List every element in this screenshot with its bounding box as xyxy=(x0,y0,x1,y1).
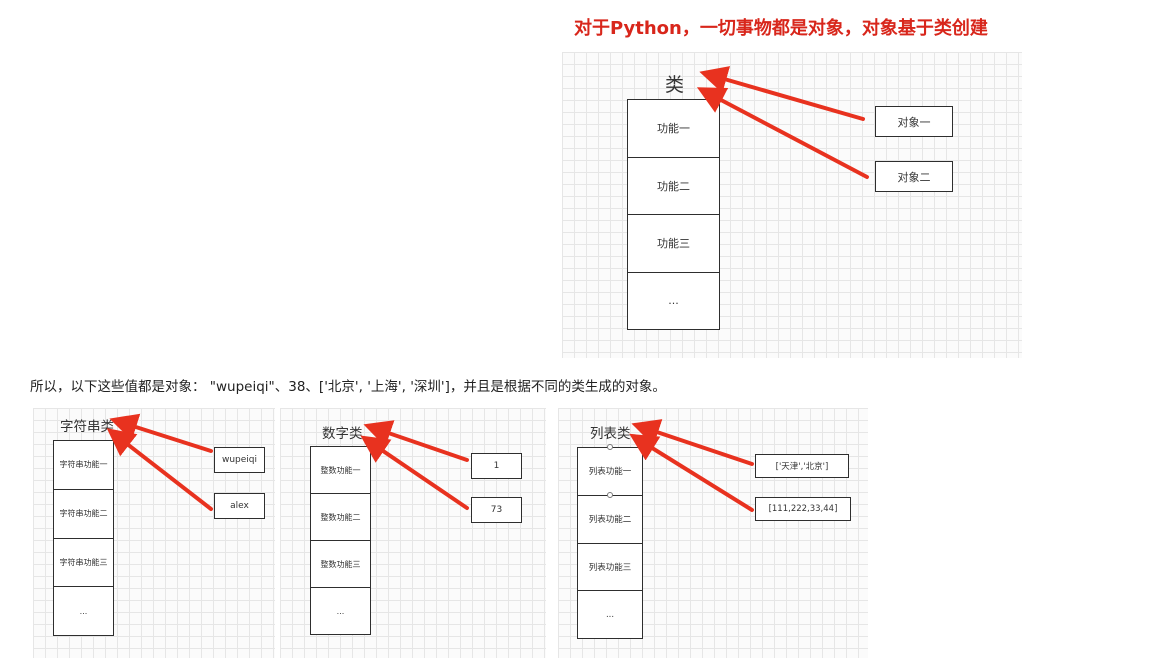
function-cell: 功能三 xyxy=(628,215,719,273)
class-title-main: 类 xyxy=(665,74,685,96)
class-title-number: 数字类 xyxy=(322,426,363,442)
object-box-alex: alex xyxy=(214,493,265,519)
object-box-list-1: ['天津','北京'] xyxy=(755,454,849,478)
function-cell: 整数功能三 xyxy=(311,541,370,588)
function-cell: 整数功能二 xyxy=(311,494,370,541)
function-cell: ... xyxy=(605,609,615,620)
function-cell: 功能二 xyxy=(628,158,719,215)
function-cell: 字符串功能二 xyxy=(54,490,113,539)
function-cell: 列表功能三 xyxy=(578,544,642,592)
class-title-list: 列表类 xyxy=(590,426,631,442)
function-cell: 列表功能二 xyxy=(578,496,642,544)
caption-text: 所以，以下这些值都是对象： "wupeiqi"、38、['北京', '上海', … xyxy=(30,379,666,395)
object-box-2: 对象二 xyxy=(875,161,953,192)
function-stack-string: 字符串功能一 字符串功能二 字符串功能三 ... xyxy=(53,440,114,636)
arrow-list2-to-class xyxy=(629,433,754,512)
object-box-list-2: [111,222,33,44] xyxy=(755,497,851,521)
object-box-73: 73 xyxy=(471,497,522,523)
arrow-1-to-class xyxy=(363,420,469,462)
function-cell: 整数功能一 xyxy=(311,447,370,494)
function-cell: ... xyxy=(668,294,679,308)
arrow-wupeiqi-to-class xyxy=(109,413,213,453)
arrow-73-to-class xyxy=(360,435,469,510)
connector-dot xyxy=(607,492,613,498)
function-cell: 字符串功能三 xyxy=(54,539,113,588)
arrow-alex-to-class xyxy=(106,428,213,511)
object-box-1: 1 xyxy=(471,453,522,479)
function-cell: 字符串功能一 xyxy=(54,441,113,490)
function-stack-number: 整数功能一 整数功能二 整数功能三 ... xyxy=(310,446,371,635)
arrow-object1-to-class xyxy=(699,66,865,121)
function-cell: 功能一 xyxy=(628,100,719,158)
connector-dot xyxy=(607,444,613,450)
function-cell: ... xyxy=(79,606,88,616)
function-stack-list: 列表功能一 列表功能二 列表功能三 ... xyxy=(577,447,643,639)
class-title-string: 字符串类 xyxy=(60,419,114,435)
object-box-wupeiqi: wupeiqi xyxy=(214,447,265,473)
headline: 对于Python，一切事物都是对象，对象基于类创建 xyxy=(574,18,988,39)
arrow-object2-to-class xyxy=(696,87,869,179)
function-cell: ... xyxy=(336,606,345,616)
function-stack-main: 功能一 功能二 功能三 ... xyxy=(627,99,720,330)
object-box-1: 对象一 xyxy=(875,106,953,137)
arrow-list1-to-class xyxy=(631,419,754,466)
